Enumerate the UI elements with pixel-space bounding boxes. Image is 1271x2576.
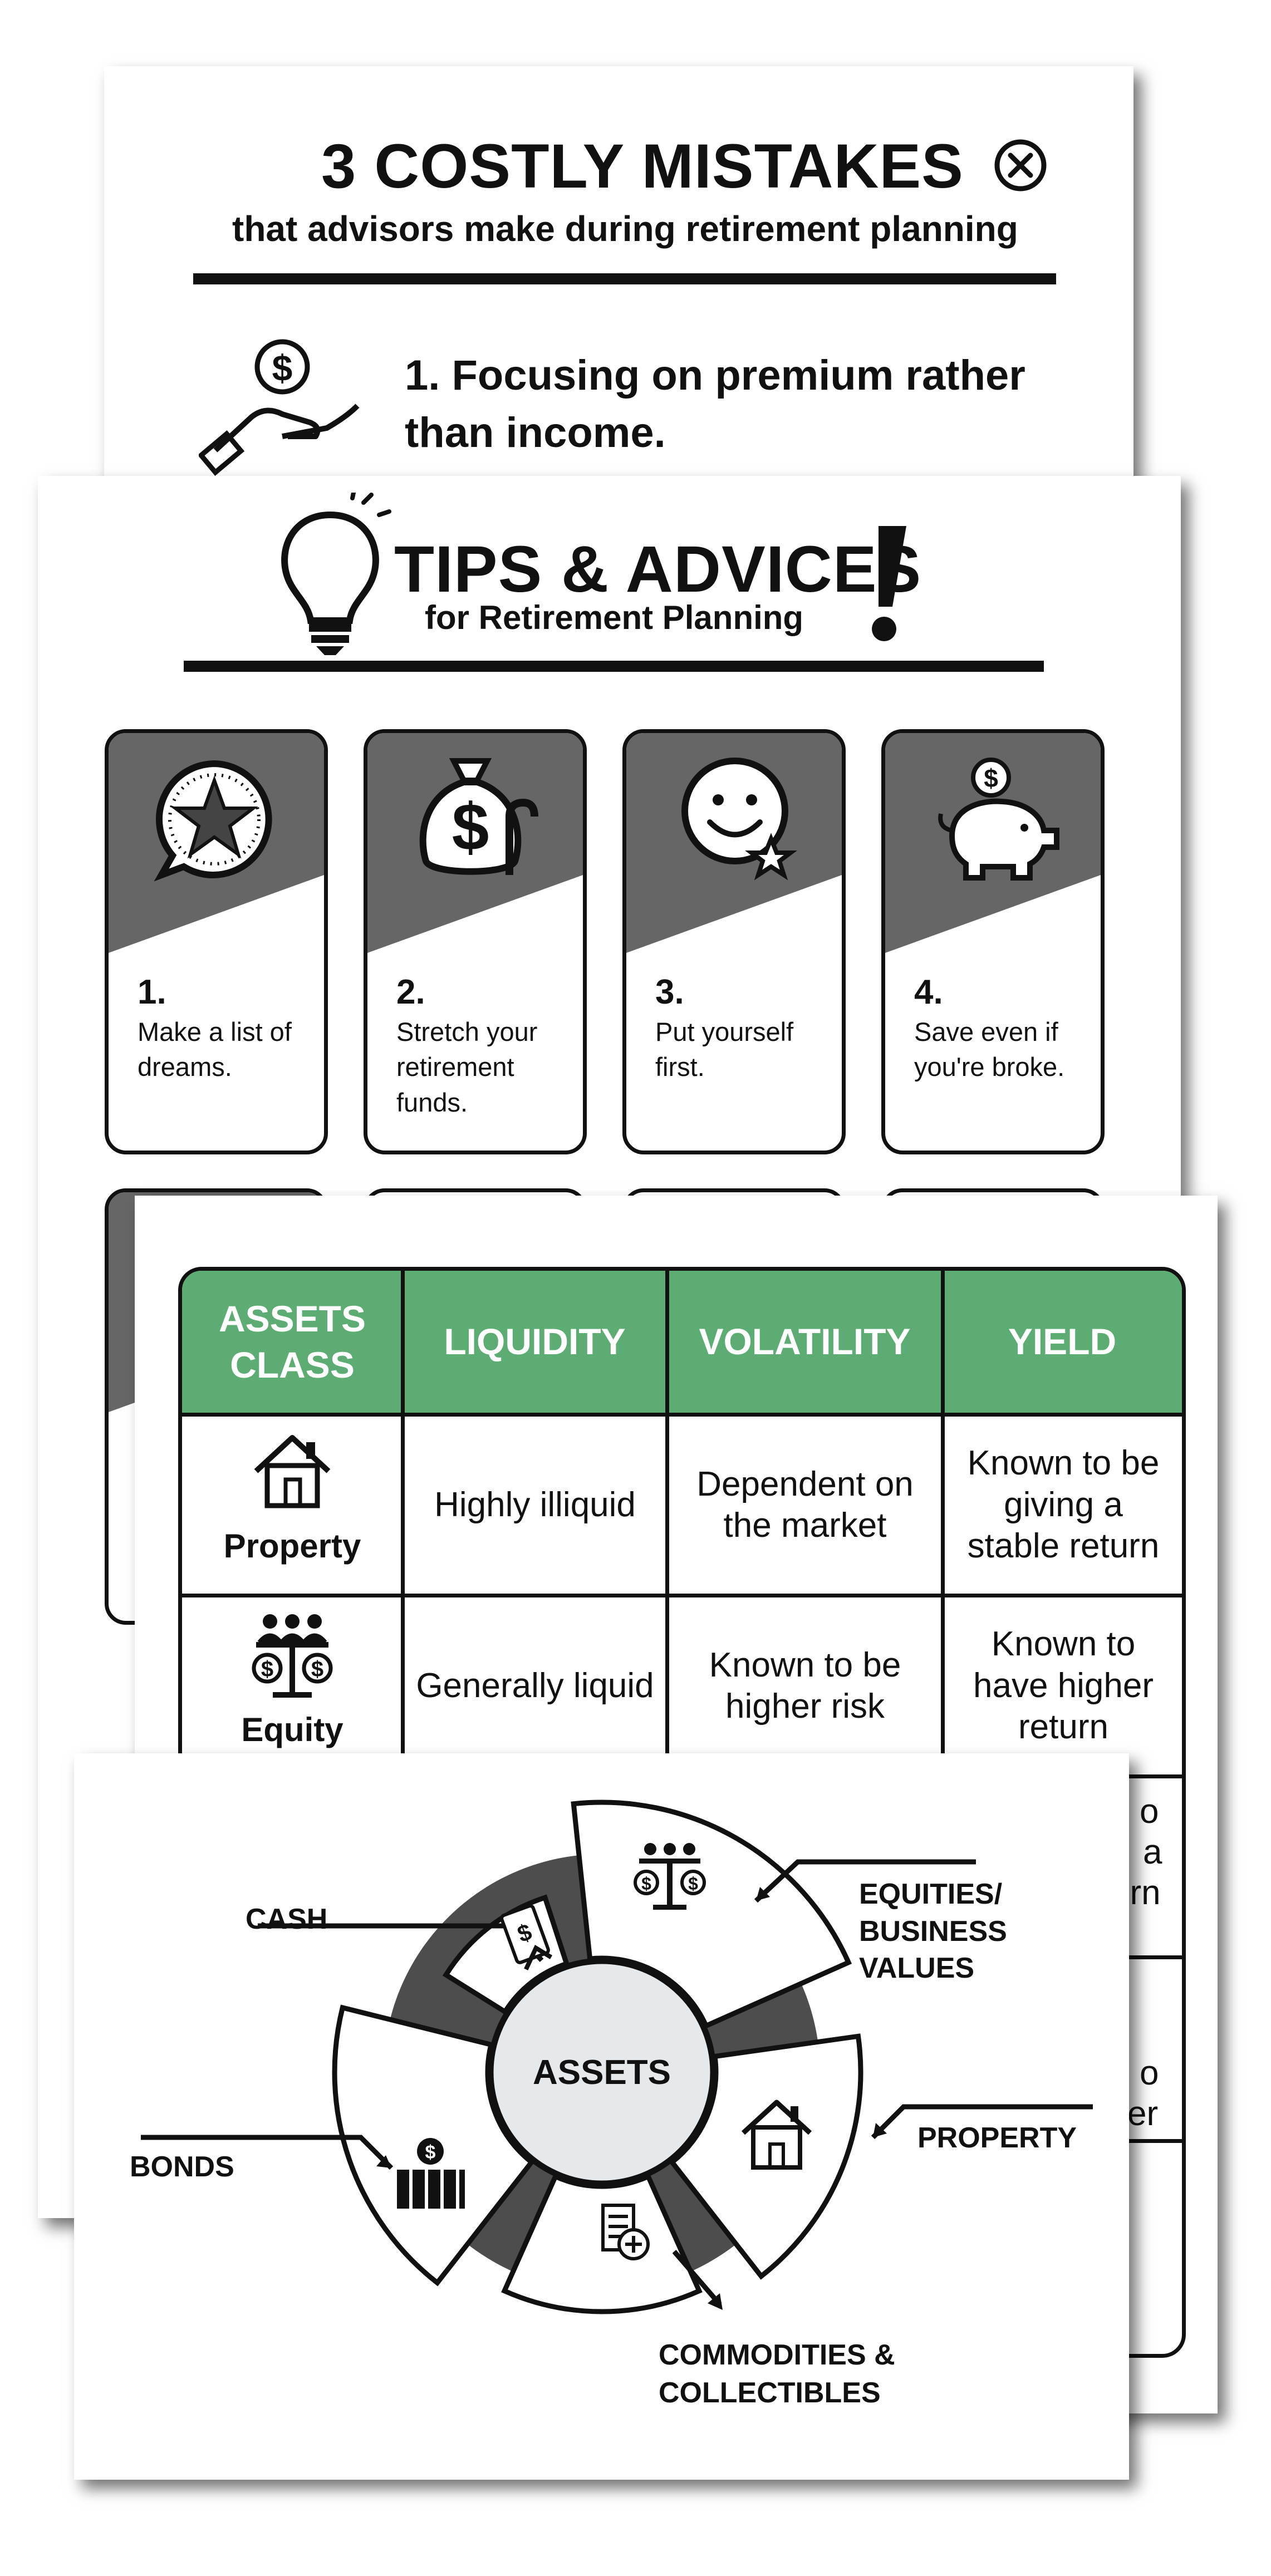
svg-text:$: $ (984, 764, 998, 793)
tip-text: Make a list of dreams. (138, 1017, 292, 1082)
tip-text: Stretch your retirement funds. (396, 1017, 538, 1117)
header-assets-class: ASSETS CLASS (182, 1271, 403, 1413)
smiley-star-icon (681, 758, 797, 881)
equity-scales-icon: $ $ (252, 1614, 333, 1698)
hand-coin-icon: $ (199, 339, 360, 476)
cash-hand-icon: $ (500, 1904, 553, 1970)
title-divider (184, 661, 1044, 672)
house-icon (254, 1435, 331, 1508)
tips-title: TIPS & ADVICES (394, 533, 922, 606)
title-divider (193, 273, 1056, 284)
partial-yield-text: o a urn (1111, 1792, 1162, 1913)
equity-scales-icon: $ $ (634, 1843, 706, 1910)
label-cash: CASH (246, 1903, 328, 1935)
center-circle (487, 1958, 717, 2187)
svg-text:$: $ (425, 2142, 436, 2163)
svg-text:$: $ (311, 1657, 323, 1682)
bonds-leader-line (141, 2135, 394, 2170)
cell-yield: Known to have higher return (973, 1625, 1154, 1747)
cell-liquidity: Generally liquid (416, 1666, 654, 1705)
tip-card-4: $ 4. Save even if you're broke. (881, 729, 1105, 1154)
commodities-icon (601, 2204, 650, 2260)
cell-liquidity: Highly illiquid (434, 1485, 636, 1524)
cell-yield: Known to be giving a stable return (967, 1444, 1160, 1566)
tip-card-3: 3. Put yourself first. (622, 729, 846, 1154)
cell-volatility: Dependent on the market (696, 1464, 914, 1545)
bonds-icon: $ (397, 2138, 465, 2209)
tip-number: 4. (914, 973, 943, 1011)
mistakes-subtitle: that advisors make during retirement pla… (232, 209, 1018, 249)
equities-leader-line (754, 1859, 976, 1903)
tips-subtitle: for Retirement Planning (425, 599, 804, 636)
tip-number: 2. (396, 973, 425, 1011)
property-leader-line (871, 2104, 1093, 2140)
mistake-item-1: 1. Focusing on premium rather than incom… (405, 352, 1025, 456)
svg-text:$: $ (272, 347, 293, 389)
mistakes-card: 3 COSTLY MISTAKES that advisors make dur… (104, 66, 1133, 545)
svg-text:$: $ (261, 1657, 273, 1682)
center-label: ASSETS (532, 2053, 671, 2092)
lightbulb-icon (281, 493, 391, 655)
row-asset-name: Equity (241, 1711, 343, 1748)
piggy-bank-icon: $ (938, 758, 1059, 881)
tip-text: Save even if you're broke. (914, 1017, 1065, 1082)
tip-number: 1. (138, 973, 166, 1011)
label-equities: EQUITIES/ BUSINESS VALUES (859, 1878, 1007, 1985)
svg-text:$: $ (688, 1874, 698, 1894)
label-commodities: COMMODITIES & COLLECTIBLES (659, 2339, 895, 2409)
exclamation-icon (872, 526, 906, 641)
header-yield: YIELD (943, 1271, 1182, 1413)
assets-wheel-card: $ $ $ $ (74, 1753, 1129, 2480)
star-speech-bubble-icon (154, 760, 272, 882)
money-bag-cane-icon: $ (419, 758, 538, 875)
header-volatility: VOLATILITY (667, 1271, 943, 1413)
commodities-leader-line (672, 2250, 722, 2306)
assets-wheel-diagram: $ $ $ $ (141, 1800, 1093, 2314)
tip-text: Put yourself first. (655, 1017, 794, 1082)
header-liquidity: LIQUIDITY (403, 1271, 667, 1413)
partial-yield-text: o er (1127, 2054, 1159, 2133)
cell-volatility: Known to be higher risk (709, 1645, 901, 1725)
row-asset-name: Property (223, 1527, 361, 1565)
label-property: PROPERTY (917, 2122, 1077, 2154)
svg-text:$: $ (452, 790, 489, 864)
close-circle-icon (994, 139, 1047, 191)
tip-number: 3. (655, 973, 684, 1011)
tip-card-2: $ 2. Stretch your retirement funds. (364, 729, 587, 1154)
label-bonds: BONDS (130, 2151, 234, 2183)
mistakes-title: 3 COSTLY MISTAKES (321, 130, 1048, 202)
house-icon (741, 2100, 812, 2170)
svg-text:$: $ (641, 1874, 651, 1894)
tip-card-1: 1. Make a list of dreams. (105, 729, 328, 1154)
